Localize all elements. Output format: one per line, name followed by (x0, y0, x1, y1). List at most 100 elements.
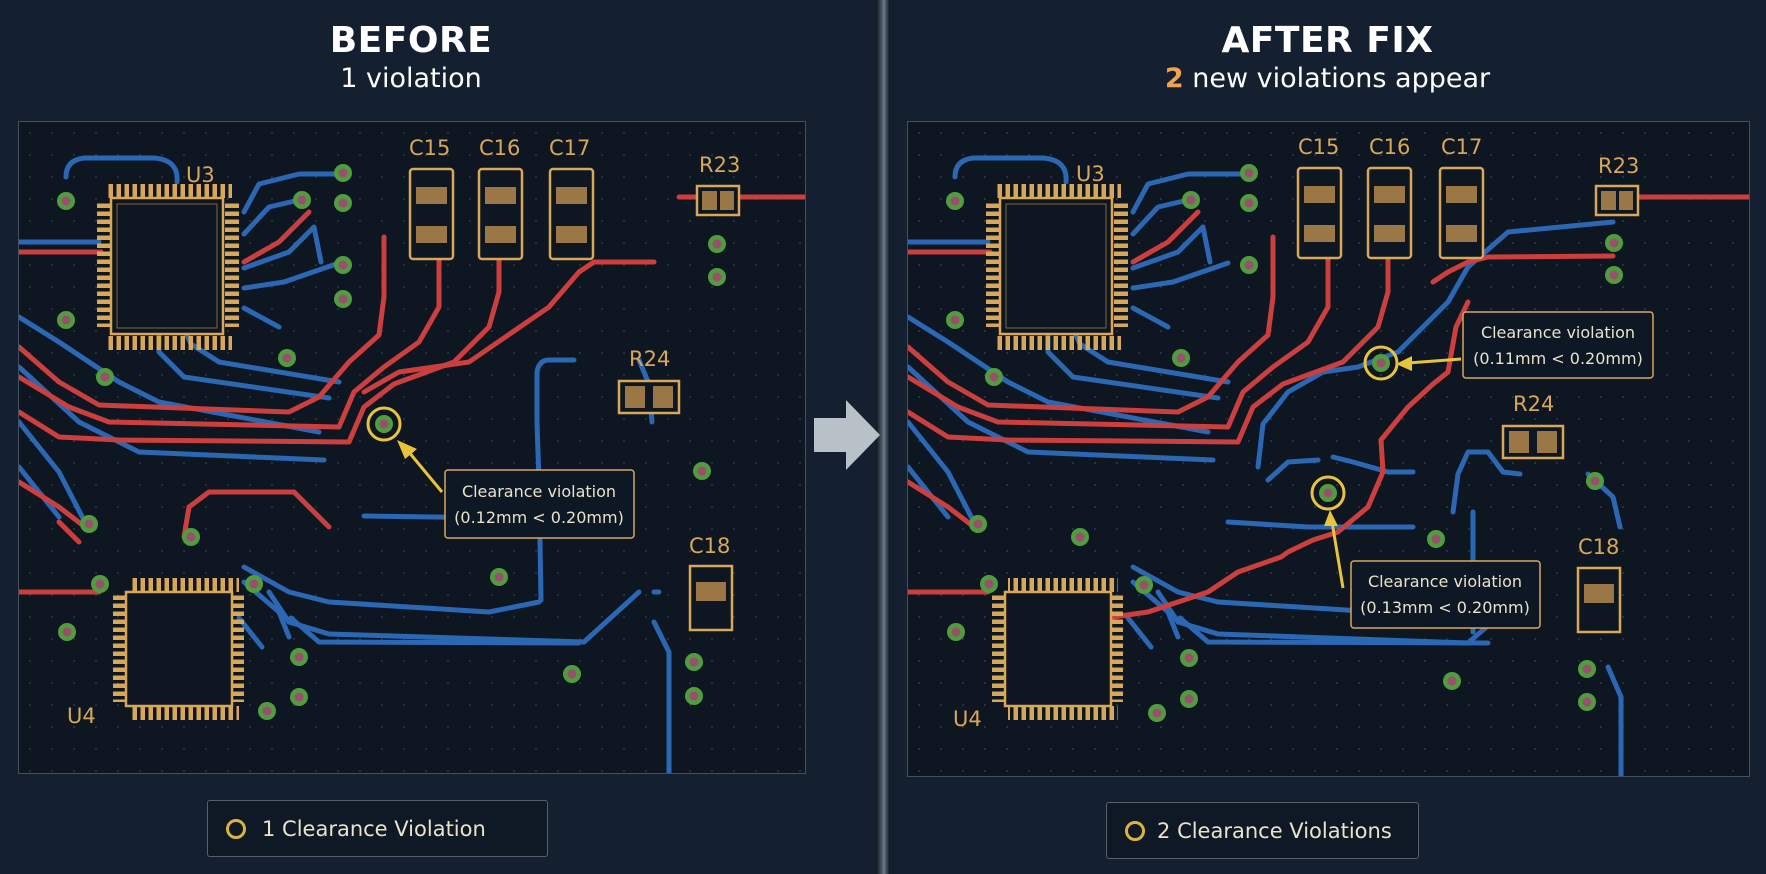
via (1135, 576, 1153, 594)
r24-resistor[interactable] (1501, 424, 1565, 460)
trace (241, 305, 282, 330)
trace (361, 259, 657, 395)
via (1180, 649, 1198, 667)
violation-arrow (397, 440, 444, 493)
c17-capacitor[interactable] (1438, 166, 1485, 260)
r23-resistor[interactable] (1594, 184, 1640, 217)
c16-label: C16 (479, 136, 520, 160)
u4-chip[interactable] (113, 578, 244, 720)
violation-marker-2[interactable] (1310, 475, 1346, 511)
trace (908, 314, 1211, 435)
trace (1378, 299, 1471, 443)
vias (946, 164, 1623, 722)
c17-capacitor[interactable] (548, 167, 595, 261)
r24-resistor[interactable] (617, 379, 681, 415)
via (96, 368, 114, 386)
c18-capacitor[interactable] (1576, 566, 1622, 634)
trace (1430, 253, 1616, 285)
trace (56, 519, 82, 545)
via (946, 311, 964, 329)
trace (1125, 615, 1154, 650)
after-pcb-board[interactable]: U3 U4 C15 C16 C17 R23 R24 C18 Clearance … (907, 121, 1750, 777)
via (947, 623, 965, 641)
c18-label: C18 (689, 534, 730, 558)
via (708, 268, 726, 286)
violation-callout-1-line2: (0.11mm < 0.20mm) (1473, 349, 1643, 368)
before-status-text: 1 Clearance Violation (262, 816, 486, 841)
u4-label: U4 (67, 704, 96, 728)
via (1240, 256, 1258, 274)
c15-capacitor[interactable] (408, 167, 455, 261)
via (1071, 528, 1089, 546)
top-layer-traces (908, 194, 1749, 640)
via (57, 311, 75, 329)
violation-marker[interactable] (366, 406, 402, 442)
trace (1130, 260, 1231, 291)
trace (19, 234, 502, 445)
via (685, 687, 703, 705)
c16-capacitor[interactable] (477, 167, 524, 261)
via (693, 462, 711, 480)
trace (288, 615, 582, 646)
via (1172, 349, 1190, 367)
via (375, 415, 393, 433)
c17-label: C17 (1441, 135, 1482, 159)
violation-callout-1-line1: Clearance violation (1481, 323, 1635, 342)
via (685, 653, 703, 671)
violation-callout-line1: Clearance violation (462, 482, 616, 501)
via (1319, 484, 1337, 502)
trace (19, 234, 387, 415)
via (1182, 191, 1200, 209)
violation-callout: Clearance violation (0.12mm < 0.20mm) (444, 469, 635, 539)
c15-capacitor[interactable] (1296, 166, 1343, 260)
trace (241, 197, 302, 237)
before-pcb-canvas: U3 U4 C15 C16 C17 R23 R24 C18 Clearance … (19, 136, 805, 773)
via (980, 575, 998, 593)
trace (1130, 224, 1213, 271)
violation-callout-1: Clearance violation (0.11mm < 0.20mm) (1462, 311, 1654, 379)
via (1148, 704, 1166, 722)
via (1180, 690, 1198, 708)
trace (1130, 209, 1201, 265)
trace (1177, 615, 1491, 646)
via (490, 568, 508, 586)
via (1372, 354, 1390, 372)
violation-arrow-2 (1324, 510, 1345, 589)
trace (908, 479, 981, 533)
r24-label: R24 (629, 347, 670, 371)
via (80, 515, 98, 533)
before-pcb-board[interactable]: U3 U4 C15 C16 C17 R23 R24 C18 Clearance … (18, 121, 806, 774)
via (985, 368, 1003, 386)
via (245, 575, 263, 593)
trace (1605, 664, 1624, 776)
trace (1500, 469, 1523, 477)
r24-label: R24 (1513, 392, 1554, 416)
before-heading: BEFORE 1 violation (18, 20, 804, 94)
via (334, 290, 352, 308)
via (182, 528, 200, 546)
u4-chip[interactable] (992, 578, 1123, 720)
via (1443, 672, 1461, 690)
r23-resistor[interactable] (695, 184, 741, 217)
u3-chip[interactable] (986, 184, 1128, 350)
via (334, 194, 352, 212)
after-status-bar: 2 Clearance Violations (1106, 802, 1419, 859)
violation-ring-icon (1363, 345, 1399, 381)
violation-marker-1[interactable] (1363, 345, 1399, 381)
via (1240, 164, 1258, 182)
violation-arrow-1 (1396, 356, 1462, 371)
trace (908, 234, 1331, 430)
via (1605, 266, 1623, 284)
trace (241, 209, 312, 265)
u3-chip[interactable] (97, 184, 239, 350)
c18-capacitor[interactable] (688, 564, 734, 632)
after-pcb-canvas: U3 U4 C15 C16 C17 R23 R24 C18 Clearance … (908, 135, 1749, 776)
trace (19, 479, 92, 533)
trace (1278, 437, 1386, 560)
violation-ring-icon (226, 818, 246, 839)
trace (651, 619, 672, 773)
c16-capacitor[interactable] (1366, 166, 1413, 260)
via (708, 235, 726, 253)
via (293, 191, 311, 209)
via (563, 665, 581, 683)
